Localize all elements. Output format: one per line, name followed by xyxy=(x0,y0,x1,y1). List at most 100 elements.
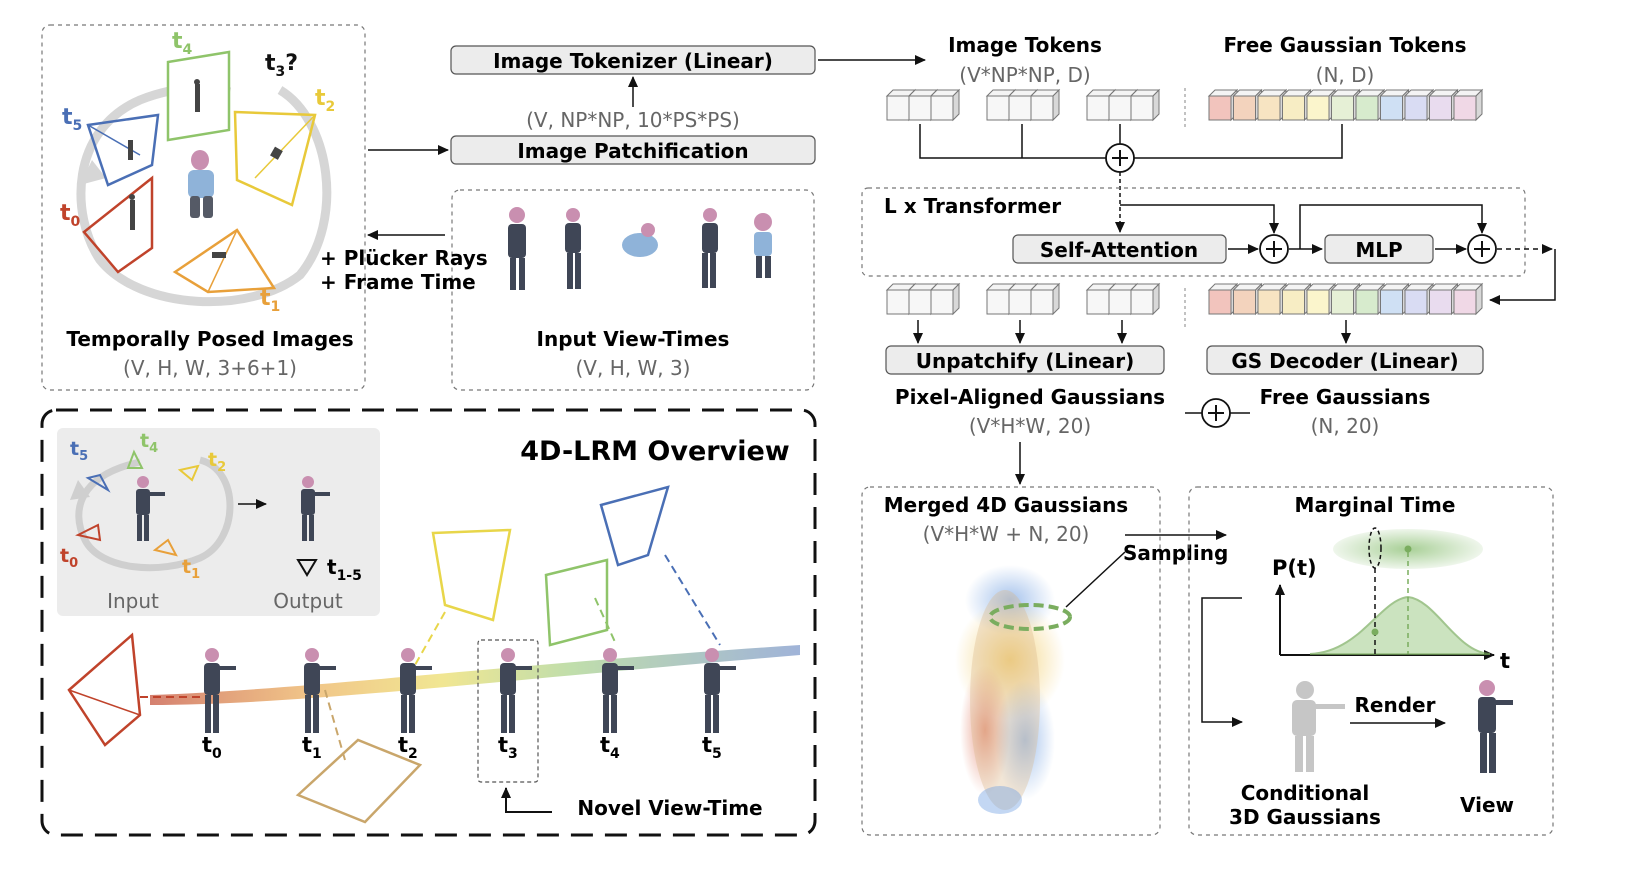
free-gaussian-tokens-label: Free Gaussian Tokens xyxy=(1223,33,1466,57)
marginal-time-label: Marginal Time xyxy=(1295,493,1456,517)
image-tokenizer-box xyxy=(450,45,816,75)
t0-label: t0 xyxy=(60,201,81,230)
conditional-label-1: Conditional xyxy=(1241,781,1370,805)
input-view-times-shape: (V, H, W, 3) xyxy=(576,356,691,380)
render-label: Render xyxy=(1355,693,1436,717)
free-token-1-0 xyxy=(1207,282,1239,316)
camera-t2 xyxy=(233,110,317,207)
mini-figure-t0 xyxy=(129,194,135,230)
image-patchification-label: Image Patchification xyxy=(517,139,748,163)
novel-view-time-box xyxy=(477,639,539,783)
free-token-1-2 xyxy=(1256,282,1288,316)
image-patchification-box xyxy=(450,135,816,165)
plus-gaussians-glyph xyxy=(1208,405,1224,421)
free-gaussians-label: Free Gaussians xyxy=(1260,385,1431,409)
time-mean-dot xyxy=(1404,545,1412,553)
input-view-figures xyxy=(508,207,772,290)
overview-time-label-t3: t3 xyxy=(498,733,518,762)
inset-orbit-arrowhead xyxy=(70,480,90,500)
image-token-0-0-2 xyxy=(929,88,961,122)
plus-residual-1-glyph xyxy=(1266,241,1282,257)
overview-camera-t0-edge xyxy=(68,689,141,716)
overview-figure-t3 xyxy=(500,648,532,733)
overview-figure-t4 xyxy=(602,648,634,733)
posed-images-panel xyxy=(41,24,366,391)
inset-cam-t1 xyxy=(152,538,178,557)
camera-t1 xyxy=(172,228,277,294)
view-figure xyxy=(1478,680,1513,773)
overview-figure-t0 xyxy=(204,648,236,733)
image-tokens-label: Image Tokens xyxy=(948,33,1102,57)
inset-cam-t2 xyxy=(177,464,200,482)
free-token-1-1 xyxy=(1232,282,1263,316)
free-gaussian-tokens-shape: (N, D) xyxy=(1316,63,1375,87)
overview-camera-t4 xyxy=(544,558,609,647)
inset-cam-t0 xyxy=(75,523,102,542)
plus-residual-2-glyph xyxy=(1474,241,1490,257)
image-token-0-1-2 xyxy=(1029,88,1061,122)
overview-time-label-t4: t4 xyxy=(600,733,620,762)
transformer-label: L x Transformer xyxy=(884,194,1061,218)
free-token-1-6 xyxy=(1354,282,1386,316)
sample-ellipse-icon xyxy=(988,603,1072,631)
overview-camera-t4-ray xyxy=(594,597,616,643)
inset-t5-label: t5 xyxy=(70,438,88,464)
plus-merge-glyph xyxy=(1112,150,1128,166)
overview-figure-t2 xyxy=(400,648,432,733)
inset-t2-label: t2 xyxy=(208,449,226,475)
overview-panel xyxy=(40,408,817,837)
free-token-1-5 xyxy=(1330,282,1361,316)
frame-time-label: + Frame Time xyxy=(320,270,476,294)
free-token-0-8 xyxy=(1403,88,1435,122)
merged-shape: (V*H*W + N, 20) xyxy=(923,522,1090,546)
overview-time-label-t5: t5 xyxy=(702,733,722,762)
overview-time-label-t1: t1 xyxy=(302,733,322,762)
merged-label: Merged 4D Gaussians xyxy=(884,493,1128,517)
free-token-1-7 xyxy=(1379,282,1410,316)
inset-output-label: Output xyxy=(273,589,343,613)
free-token-1-10 xyxy=(1452,282,1484,316)
orbit-arrowhead xyxy=(80,160,106,185)
branch-bracket xyxy=(1201,597,1243,727)
gaussian-blob-figure xyxy=(955,565,1065,814)
merged-panel xyxy=(861,486,1161,836)
inset-t0-label: t0 xyxy=(60,545,78,571)
transformer-loop-back xyxy=(1489,249,1556,305)
mini-figure-t4 xyxy=(194,79,200,112)
pixel-aligned-shape: (V*H*W, 20) xyxy=(969,414,1091,438)
sampling-line xyxy=(1065,551,1126,608)
free-token-0-10 xyxy=(1452,88,1484,122)
inset-output-time: t1-5 xyxy=(327,555,362,584)
camera-t2-edge xyxy=(254,114,316,179)
patch-shape-label: (V, NP*NP, 10*PS*PS) xyxy=(526,108,740,132)
residual-skip-1 xyxy=(1120,204,1279,234)
mini-figure-t5 xyxy=(128,140,133,160)
inset-output-camera-icon xyxy=(296,559,318,577)
overview-camera-t2-ray xyxy=(414,611,446,666)
mlp-label: MLP xyxy=(1355,238,1402,262)
mini-figure-t1 xyxy=(212,252,226,258)
free-gaussians-shape: (N, 20) xyxy=(1311,414,1380,438)
free-token-1-8 xyxy=(1403,282,1435,316)
inset-cam-t4 xyxy=(126,449,144,469)
overview-camera-t5-ray xyxy=(664,554,721,646)
gs-decoder-label: GS Decoder (Linear) xyxy=(1231,349,1458,373)
merge-lines xyxy=(919,124,1343,159)
conditional-gaussian-figure xyxy=(1292,681,1345,772)
unpatchify-box xyxy=(885,345,1165,375)
sampling-label: Sampling xyxy=(1123,541,1228,565)
time-slice-dot xyxy=(1371,628,1379,636)
posed-images-shape: (V, H, W, 3+6+1) xyxy=(123,356,297,380)
free-token-0-7 xyxy=(1379,88,1410,122)
view-label: View xyxy=(1460,793,1514,817)
self-attention-label: Self-Attention xyxy=(1040,238,1198,262)
overview-figure-t5 xyxy=(704,648,736,733)
camera-t0-edge xyxy=(83,231,119,273)
inset-cam-t5 xyxy=(85,473,111,493)
inset-input-figure xyxy=(136,476,165,541)
novel-view-time-label: Novel View-Time xyxy=(577,796,762,820)
mlp-box xyxy=(1324,234,1434,264)
image-tokens-shape: (V*NP*NP, D) xyxy=(959,63,1090,87)
camera-t5 xyxy=(86,113,160,187)
t2-label: t2 xyxy=(315,86,335,115)
